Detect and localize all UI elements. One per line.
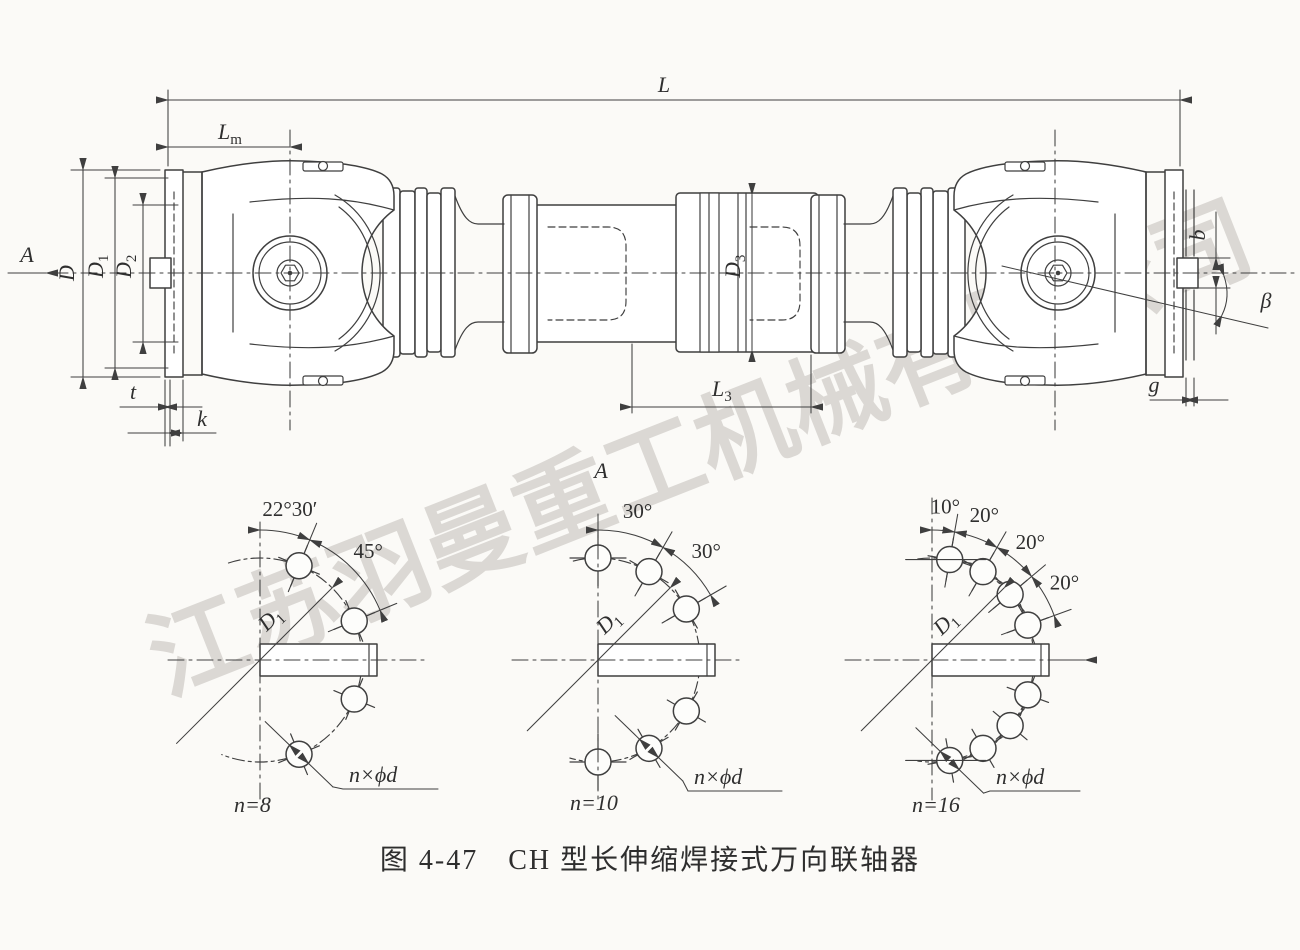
bolt-hole [340, 685, 368, 713]
leader-arrow [948, 758, 985, 794]
right-end-plate [1185, 189, 1195, 361]
view-a-label: A [592, 458, 608, 483]
angle-dim-arc [297, 531, 389, 623]
bolt-hole [969, 557, 997, 586]
angle-label: 22°30′ [262, 497, 317, 521]
dim-label-D3: D3 [720, 255, 749, 279]
hole-count-label: n=10 [570, 790, 618, 815]
bolt-hole [635, 557, 663, 586]
angle-label: 30° [691, 539, 720, 563]
dim-label-b: b [1185, 230, 1210, 241]
angle-dim-arc [585, 526, 676, 557]
dim-label-g: g [1149, 372, 1160, 397]
angle-label: 20° [1050, 571, 1079, 595]
bolt-hole [635, 734, 663, 763]
dim-label-k: k [197, 406, 208, 431]
bolt-hole [672, 595, 701, 623]
leader-line [332, 786, 439, 790]
bolt-hole [969, 734, 997, 763]
bolt-hole [996, 711, 1024, 740]
angle-label: 20° [970, 503, 999, 527]
hole-count-label: n=8 [234, 792, 271, 817]
angle-dim-arc [650, 538, 720, 608]
bolt-hole [672, 697, 701, 725]
bolt-hole [285, 552, 313, 580]
bolt-circle-dia-arrow [860, 576, 1016, 732]
angle-label: 20° [1016, 530, 1045, 554]
leader-arrow [264, 721, 301, 756]
angle-label: 45° [353, 539, 382, 563]
angle-label: 10° [931, 495, 960, 519]
leader-arrow [647, 746, 684, 782]
flange-hole-view-n8: 22°30′ 45° D1 n×ϕd n=8 [167, 497, 439, 817]
angle-label: 30° [623, 499, 652, 523]
leader-line [983, 790, 1081, 794]
coupling-main-view: L Lm A D D1 [7, 72, 1296, 447]
dim-label-beta: β [1260, 288, 1272, 313]
angle-dim-arc [1020, 564, 1062, 629]
flange-hole-view-n10: 30°30°D1n×ϕdn=10A [511, 458, 783, 815]
dim-label-t: t [130, 379, 137, 404]
leader-arrow [297, 752, 334, 788]
leader-arrow [614, 715, 651, 751]
bolt-hole [996, 580, 1024, 609]
telescopic-shaft [534, 192, 819, 353]
holes-spec-label: n×ϕd [349, 762, 398, 787]
angle-dim-arc [941, 526, 1010, 557]
figure-caption: 图 4-47 CH 型长伸缩焊接式万向联轴器 [379, 845, 921, 876]
bolt-circle [917, 557, 1035, 763]
bolt-circle-dia-label: D1 [252, 601, 290, 639]
angle-dim-arc [247, 526, 323, 548]
bolt-circle-dia-label: D1 [927, 605, 965, 643]
bolt-hole [1014, 681, 1042, 709]
hole-count-label: n=16 [912, 792, 960, 817]
bolt-hole [285, 740, 313, 768]
holes-spec-label: n×ϕd [694, 764, 743, 789]
dim-label-D: D [54, 265, 79, 282]
bolt-hole [1014, 611, 1042, 639]
dimensions: L Lm A D D1 [7, 72, 1272, 447]
view-a-arrow-label: A [18, 242, 34, 267]
holes-spec-label: n×ϕd [996, 764, 1045, 789]
dim-label-D2: D2 [111, 255, 140, 279]
bolt-circle-dia-arrow [176, 576, 344, 744]
bolt-circle-dia-arrow [526, 576, 682, 732]
leader-arrow [915, 727, 952, 763]
leader-line [682, 780, 783, 792]
dim-label-Lm: Lm [217, 119, 242, 148]
angle-dim-arc [919, 526, 968, 538]
flange-hole-view-n16: 10°20°20°20°D1n×ϕdn=16 [844, 495, 1098, 817]
dim-label-D1: D1 [83, 255, 112, 279]
dim-label-L3: L3 [711, 376, 732, 405]
bolt-hole [340, 607, 368, 635]
dim-label-L: L [657, 72, 670, 97]
